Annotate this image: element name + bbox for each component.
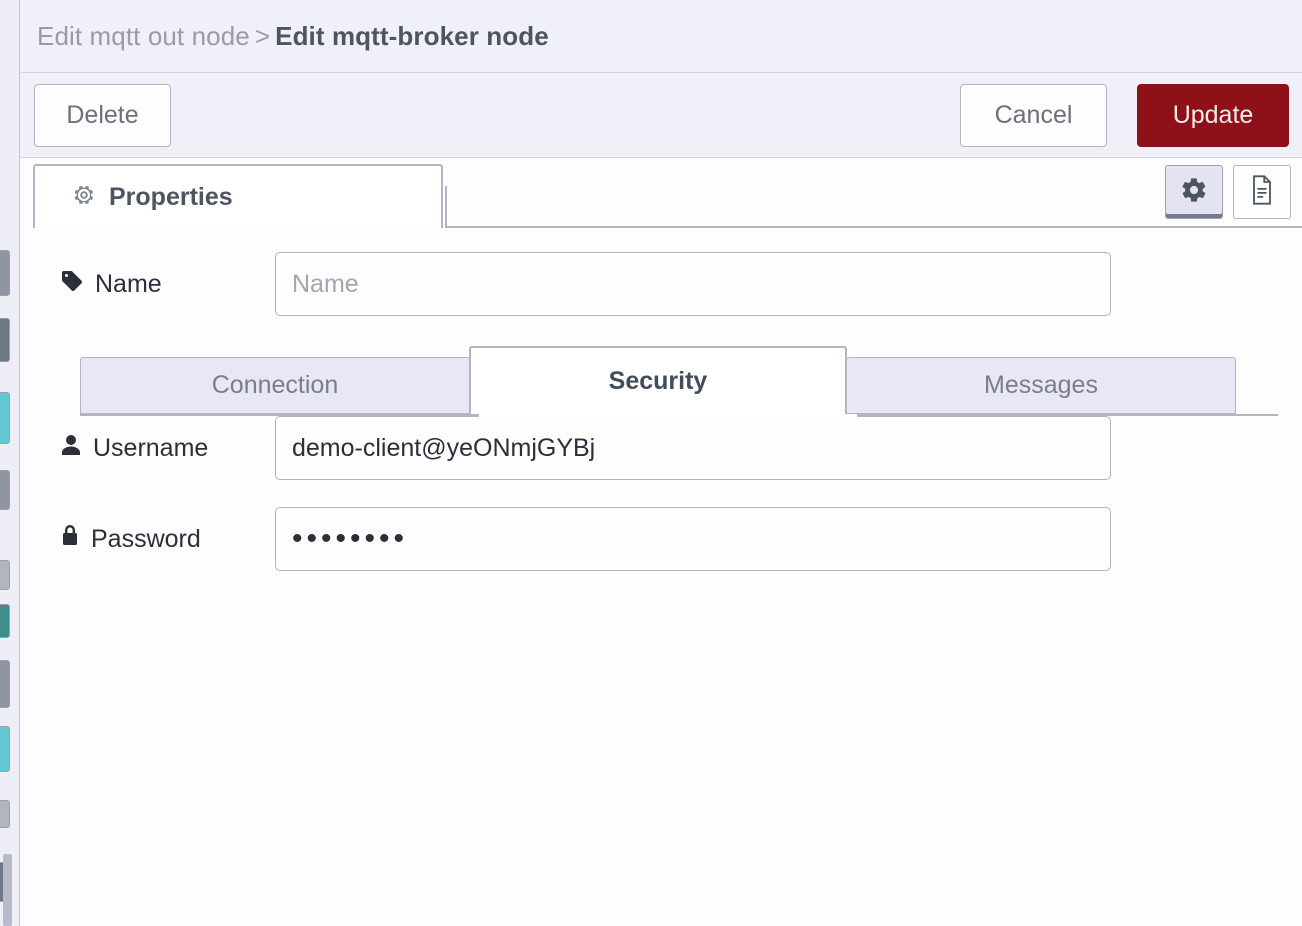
panel-icon-buttons (1165, 165, 1291, 219)
password-input[interactable]: •••••••• (275, 507, 1111, 571)
canvas-node (0, 660, 10, 708)
canvas-node (0, 470, 10, 510)
breadcrumb-current: Edit mqtt-broker node (275, 20, 549, 51)
row-spacer (20, 480, 1302, 507)
breadcrumb-parent[interactable]: Edit mqtt out node (37, 20, 250, 51)
edit-node-dialog: Edit mqtt out node>Edit mqtt-broker node… (19, 0, 1302, 926)
description-icon (1248, 174, 1276, 211)
user-icon (60, 433, 82, 464)
form-row-username: Username (20, 416, 1302, 480)
canvas-node (0, 318, 10, 362)
dialog-toolbar: Delete Cancel Update (20, 73, 1302, 158)
canvas-scrollbar[interactable] (3, 854, 12, 926)
update-button[interactable]: Update (1137, 83, 1289, 147)
form-row-name: Name (20, 252, 1302, 316)
breadcrumb-separator: > (254, 20, 271, 51)
canvas-node (0, 560, 10, 590)
subtab-active-gap (479, 414, 857, 417)
delete-button[interactable]: Delete (34, 83, 171, 147)
tab-properties-label: Properties (109, 182, 233, 211)
properties-panel-button[interactable] (1165, 165, 1223, 219)
subtab-connection[interactable]: Connection (80, 357, 470, 414)
name-input[interactable] (275, 252, 1111, 316)
password-label: Password (60, 524, 275, 555)
username-label-text: Username (93, 433, 209, 462)
password-label-text: Password (91, 524, 201, 553)
tab-properties[interactable]: Properties (33, 164, 443, 228)
flow-canvas-strip (0, 0, 19, 926)
breadcrumb: Edit mqtt out node>Edit mqtt-broker node (37, 21, 549, 52)
canvas-node (0, 726, 10, 772)
dialog-header: Edit mqtt out node>Edit mqtt-broker node (20, 0, 1302, 73)
lock-icon (60, 524, 80, 555)
username-label: Username (60, 433, 275, 464)
canvas-node (0, 250, 10, 296)
subtabs-wrap: Connection Security Messages (20, 346, 1302, 417)
username-input[interactable] (275, 416, 1111, 480)
tag-icon (60, 269, 84, 300)
name-label: Name (60, 269, 275, 300)
name-label-text: Name (95, 269, 162, 298)
canvas-node (0, 392, 10, 444)
gear-icon (71, 182, 97, 213)
subtab-messages[interactable]: Messages (846, 357, 1236, 414)
dialog-tabbar: Properties (20, 158, 1302, 228)
cancel-button[interactable]: Cancel (960, 83, 1107, 147)
tabbar-filler (445, 186, 1302, 228)
subtabs: Connection Security Messages (80, 346, 1236, 414)
dialog-body: Name Connection Security Messages (20, 228, 1302, 571)
gear-icon (1180, 176, 1208, 209)
canvas-node (0, 604, 10, 638)
form-row-password: Password •••••••• (20, 507, 1302, 571)
subtab-security[interactable]: Security (469, 346, 847, 414)
description-panel-button[interactable] (1233, 165, 1291, 219)
canvas-node (0, 800, 10, 828)
